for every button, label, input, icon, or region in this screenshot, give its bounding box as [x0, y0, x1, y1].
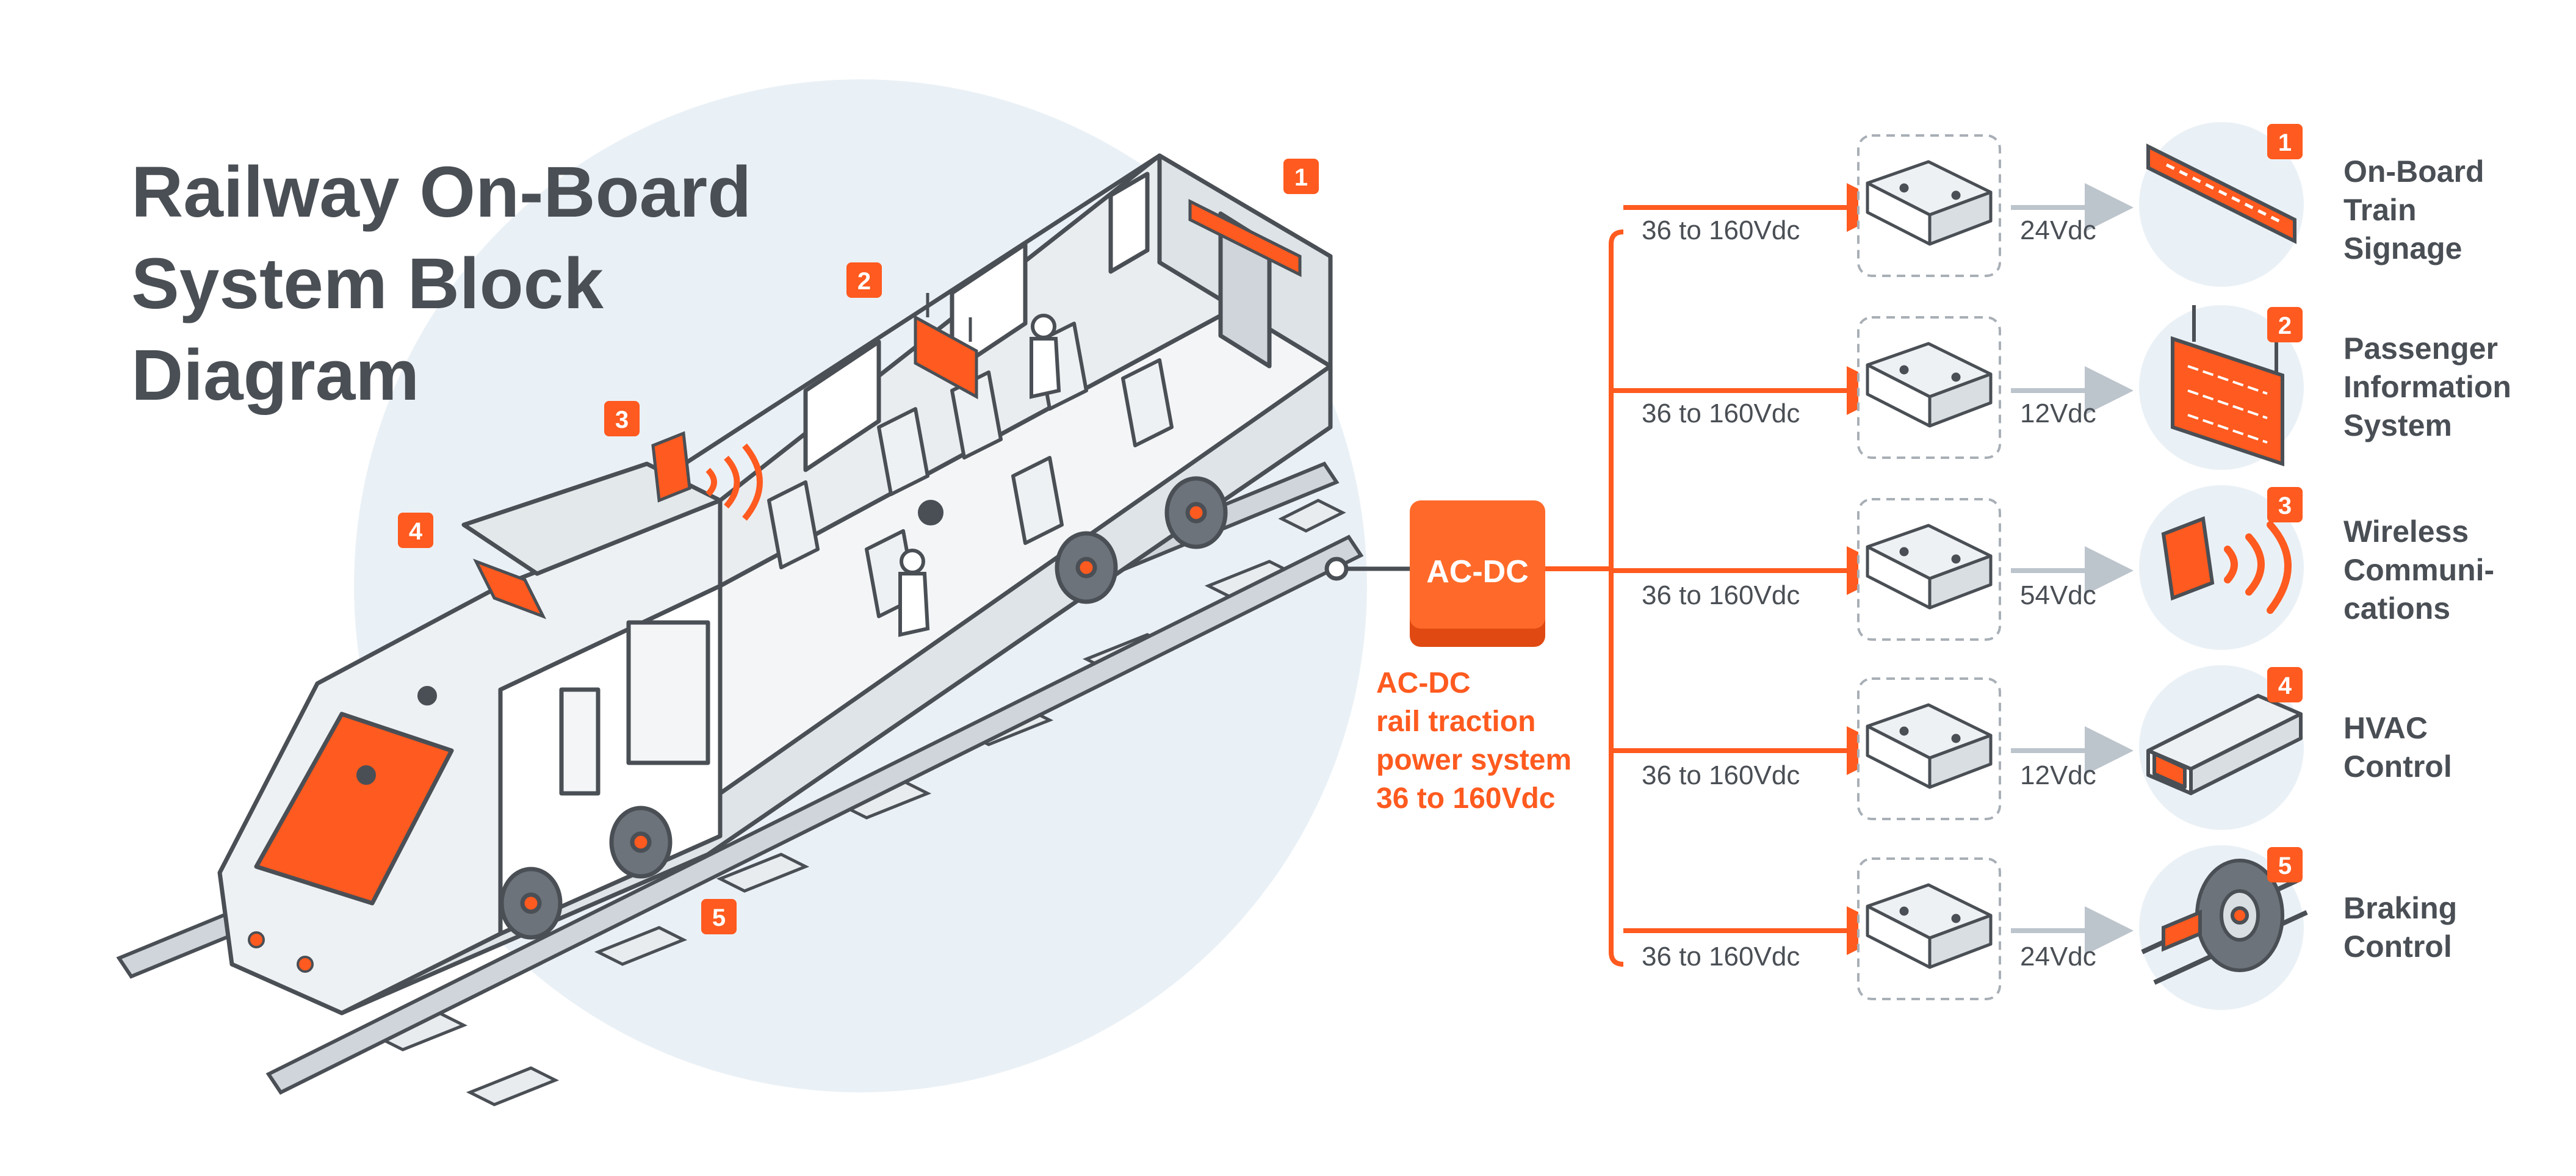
wireless-antenna-icon: [2161, 516, 2292, 614]
svg-text:4: 4: [409, 518, 423, 545]
load-badge-2: [2267, 307, 2303, 342]
input-voltage-5: 36 to 160Vdc: [1642, 942, 1800, 972]
ac-dc-source-box: AC-DC: [1410, 500, 1545, 647]
load-label-4-line-1: HVAC: [2343, 711, 2428, 745]
source-caption-line-1: AC-DC: [1376, 667, 1471, 699]
input-voltage-3: 36 to 160Vdc: [1642, 580, 1800, 610]
channel-2: 36 to 160Vdc 12Vdc 2 Passenger Informati…: [1611, 305, 2511, 470]
train-badge-5: 5: [701, 899, 737, 934]
title-line-3: Diagram: [131, 335, 419, 416]
power-bus: [1545, 229, 1624, 967]
svg-text:5: 5: [712, 904, 726, 931]
dc-dc-converter-module-5: [1866, 883, 1993, 969]
train-seats: [767, 322, 1174, 618]
dc-dc-converter-module-2: [1866, 342, 1993, 428]
output-voltage-1: 24Vdc: [2020, 215, 2096, 245]
svg-text:1: 1: [2278, 129, 2292, 156]
load-label-3-line-3: cations: [2343, 591, 2450, 626]
load-label-1-line-3: Signage: [2343, 231, 2462, 265]
source-caption-line-4: 36 to 160Vdc: [1376, 782, 1555, 815]
load-label-1-line-2: Train: [2343, 193, 2416, 227]
load-badge-1: [2267, 124, 2303, 159]
train-badge-3: 3: [604, 401, 640, 436]
page-title: Railway On-Board System Block Diagram: [131, 152, 751, 416]
passenger-info-display-icon: [2171, 305, 2284, 467]
channel-4: 36 to 160Vdc 12Vdc 4 HVAC Control: [1611, 665, 2452, 830]
output-voltage-5: 24Vdc: [2020, 942, 2096, 972]
channel-3: 36 to 160Vdc 54Vdc 3 Wireless Communi- c…: [1611, 485, 2494, 650]
source-caption-line-3: power system: [1376, 744, 1571, 776]
train-badge-2: 2: [846, 262, 882, 298]
svg-text:1: 1: [1294, 164, 1308, 191]
train-illustration: [116, 153, 1364, 1106]
svg-text:2: 2: [2278, 312, 2292, 339]
svg-text:2: 2: [857, 268, 871, 295]
output-voltage-3: 54Vdc: [2020, 580, 2096, 610]
load-label-5-line-2: Control: [2343, 929, 2452, 964]
load-label-2-line-1: Passenger: [2343, 331, 2498, 366]
train-wireless-device: [651, 431, 763, 521]
title-line-1: Railway On-Board: [131, 152, 751, 233]
load-badge-3: [2267, 487, 2303, 522]
input-voltage-1: 36 to 160Vdc: [1642, 215, 1800, 245]
train-passenger-display: [914, 293, 978, 400]
train-wheels: [499, 476, 1228, 940]
load-label-1-line-1: On-Board: [2343, 154, 2484, 189]
title-line-2: System Block: [131, 243, 604, 324]
train-signage-device: [1188, 198, 1302, 278]
signage-icon: [2146, 143, 2296, 244]
ac-dc-box-label: AC-DC: [1426, 554, 1529, 590]
load-badge-4: [2267, 667, 2303, 702]
dc-dc-converter-module-4: [1866, 703, 1993, 789]
load-label-2-line-3: System: [2343, 408, 2452, 442]
load-label-2-line-2: Information: [2343, 370, 2511, 404]
load-label-4-line-2: Control: [2343, 749, 2452, 784]
load-label-3-line-2: Communi-: [2343, 553, 2494, 587]
ac-input-connector: [1324, 557, 1410, 581]
hvac-unit-icon: [2146, 694, 2303, 795]
train-hvac-device: [472, 558, 547, 619]
train-badge-4: 4: [398, 513, 433, 548]
svg-text:3: 3: [2278, 492, 2292, 519]
source-caption-line-2: rail traction: [1376, 705, 1535, 738]
headlights: [248, 686, 437, 973]
svg-text:4: 4: [2278, 673, 2292, 699]
train-badge-1: 1: [1283, 159, 1319, 194]
load-badge-5: [2267, 847, 2303, 882]
output-voltage-2: 12Vdc: [2020, 399, 2096, 428]
channel-1: 36 to 160Vdc 24Vdc 1 On-Board Train Sign…: [1623, 122, 2484, 287]
dc-dc-converter-module-3: [1866, 524, 1993, 610]
passenger-figures: [898, 314, 1061, 637]
svg-text:5: 5: [2278, 853, 2292, 879]
dc-dc-converter-module-1: [1866, 160, 1993, 246]
channel-5: 36 to 160Vdc 24Vdc 5 Braking Control: [1623, 845, 2457, 1010]
input-voltage-2: 36 to 160Vdc: [1642, 399, 1800, 428]
brake-wheel-icon: [2141, 859, 2308, 985]
source-caption: AC-DC rail traction power system 36 to 1…: [1376, 667, 1571, 815]
load-label-3-line-1: Wireless: [2343, 514, 2469, 549]
load-label-5-line-1: Braking: [2343, 891, 2457, 925]
input-voltage-4: 36 to 160Vdc: [1642, 760, 1800, 790]
svg-text:3: 3: [615, 406, 629, 433]
output-voltage-4: 12Vdc: [2020, 760, 2096, 790]
